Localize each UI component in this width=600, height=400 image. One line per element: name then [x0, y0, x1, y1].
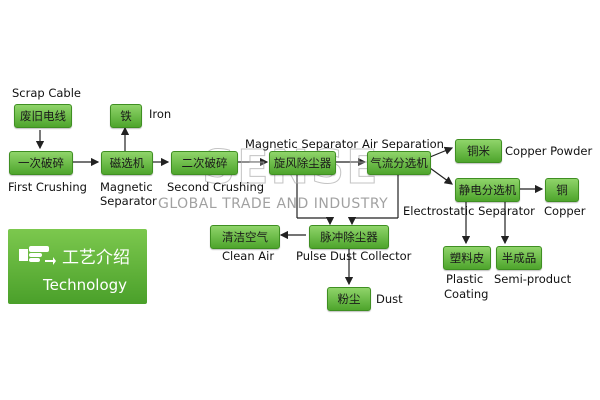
label-iron: Iron	[149, 107, 172, 121]
label-first-crushing: First Crushing	[8, 180, 87, 194]
node-scrap-cable: 废旧电线	[14, 104, 72, 128]
label-pulse-dust-collector: Pulse Dust Collector	[296, 249, 412, 263]
node-electrostatic-separator: 静电分选机	[455, 178, 520, 202]
label-clean-air: Clean Air	[222, 249, 275, 263]
label-magnetic-1: Magnetic	[100, 180, 153, 194]
node-copper: 铜	[545, 178, 579, 202]
node-dust: 粉尘	[327, 287, 371, 311]
node-copper-rice: 铜米	[455, 139, 502, 163]
label-copper-powder: Copper Powder	[505, 144, 593, 158]
label-air-separation: Air Separation	[362, 137, 444, 151]
node-pulse-dust-collector: 脉冲除尘器	[309, 225, 389, 249]
technology-badge: 工艺介绍 Technology	[8, 229, 147, 304]
node-clean-air: 清洁空气	[210, 225, 280, 249]
node-first-crushing: 一次破碎	[9, 151, 73, 175]
arrow-air-to-electrostatic	[429, 167, 453, 185]
node-air-separator: 气流分选机	[367, 151, 431, 175]
label-semi-product: Semi-product	[494, 272, 572, 286]
arrow-air-to-copper-rice	[429, 146, 454, 158]
label-electrostatic-separator: Electrostatic Separator	[403, 204, 535, 218]
label-plastic-1: Plastic	[446, 272, 484, 286]
node-cyclone-separator: 旋风除尘器	[269, 151, 336, 175]
label-magnetic-separator-top: Magnetic Separator	[245, 137, 359, 151]
label-plastic-2: Coating	[444, 287, 489, 301]
pointing-hand-icon	[19, 246, 56, 265]
node-second-crushing: 二次破碎	[171, 151, 238, 175]
node-magnetic-separator: 磁选机	[101, 151, 153, 175]
label-copper: Copper	[544, 204, 586, 218]
technology-title-cn: 工艺介绍	[62, 248, 130, 268]
technology-title-en: Technology	[43, 276, 128, 294]
label-magnetic-2: Separator	[100, 194, 157, 208]
node-iron: 铁	[110, 104, 142, 128]
node-plastic-coating: 塑料皮	[443, 246, 491, 270]
node-semi-product: 半成品	[496, 246, 542, 270]
label-second-crushing: Second Crushing	[167, 180, 265, 194]
label-scrap-cable: Scrap Cable	[12, 86, 81, 100]
label-dust: Dust	[376, 292, 403, 306]
